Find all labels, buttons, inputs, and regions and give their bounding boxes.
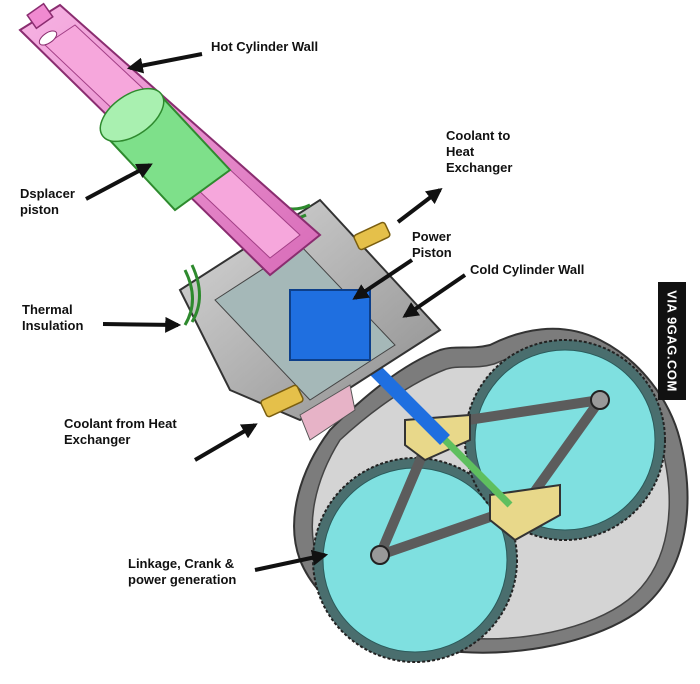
watermark-badge: VIA 9GAG.COM [658,282,686,400]
watermark-text: VIA 9GAG.COM [664,290,680,392]
label-coolant-to-heat-exchanger: Coolant to Heat Exchanger [446,128,513,175]
linkage-pins [370,390,610,565]
coolant-fittings [260,221,391,418]
label-power-piston: Power Piston [412,229,452,260]
gear-upper [464,339,666,541]
label-linkage-crank-power-generation: Linkage, Crank & power generation [128,556,237,587]
gear-lower [312,457,518,663]
displacer-piston [99,87,232,212]
power-piston-block [289,289,371,361]
label-cold-cylinder-wall: Cold Cylinder Wall [470,262,585,277]
label-coolant-from-heat-exchanger: Coolant from Heat Exchanger [64,416,177,447]
cold-cylinder [178,198,442,441]
label-arrows [85,52,467,572]
label-displacer-piston: Dsplacer piston [20,186,75,217]
label-hot-cylinder-wall: Hot Cylinder Wall [211,39,319,54]
label-thermal-insulation: Thermal Insulation [22,302,84,333]
